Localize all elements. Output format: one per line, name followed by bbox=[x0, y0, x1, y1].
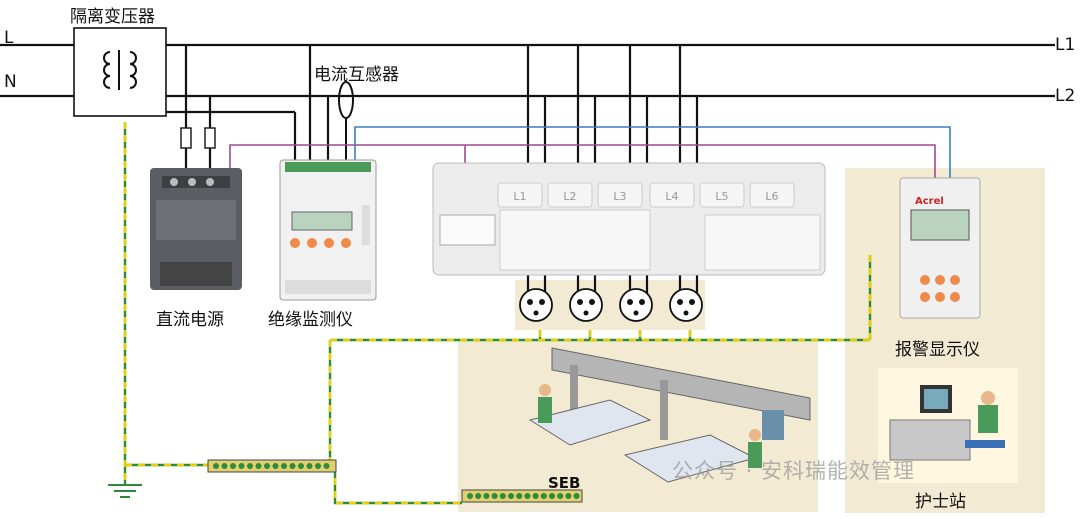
busbar-hole bbox=[289, 463, 296, 469]
transformer-coils bbox=[103, 50, 137, 90]
busbar-hole bbox=[230, 463, 236, 469]
busbar-hole bbox=[524, 493, 531, 499]
busbar-hole bbox=[516, 493, 523, 499]
busbar-hole bbox=[315, 463, 321, 469]
channel-tab-label: L5 bbox=[715, 190, 728, 203]
busbar-hole bbox=[255, 463, 262, 469]
socket bbox=[669, 288, 703, 322]
busbar-hole bbox=[323, 463, 330, 469]
label-line-L2: L2 bbox=[1055, 86, 1076, 106]
channel-tab-l6: L6 bbox=[749, 182, 795, 208]
alarm-display-device bbox=[899, 177, 981, 319]
label-isolation-transformer: 隔离变压器 bbox=[70, 7, 155, 27]
current-transformer-ring bbox=[338, 81, 354, 119]
busbar-hole bbox=[508, 493, 514, 499]
label-current-transformer: 电流互感器 bbox=[314, 65, 399, 85]
socket bbox=[569, 288, 603, 322]
ward-illustration bbox=[528, 347, 811, 483]
label-line-L: L bbox=[4, 28, 14, 48]
busbar-hole bbox=[475, 493, 482, 499]
busbar-hole bbox=[247, 463, 253, 469]
label-seb: SEB bbox=[548, 474, 581, 492]
dc-power-supply bbox=[150, 168, 242, 290]
comm-bus-blue bbox=[354, 126, 951, 185]
socket bbox=[619, 288, 653, 322]
busbar-hole bbox=[483, 493, 490, 499]
pe-conductors bbox=[123, 122, 872, 505]
label-dc-power: 直流电源 bbox=[156, 310, 224, 330]
busbar-hole bbox=[565, 493, 572, 499]
busbar-hole bbox=[557, 493, 564, 499]
busbar-hole bbox=[549, 493, 555, 499]
expansion-module-device bbox=[432, 162, 826, 276]
busbar-hole bbox=[298, 463, 304, 469]
channel-tab-l3: L3 bbox=[597, 182, 643, 208]
pe-busbar bbox=[207, 459, 337, 473]
label-line-L1: L1 bbox=[1055, 35, 1076, 55]
alarm-brand: Acrel bbox=[915, 196, 944, 207]
comm-bus-purple bbox=[229, 144, 936, 185]
label-nurse-station: 护士站 bbox=[915, 492, 966, 512]
busbar-hole bbox=[213, 463, 219, 469]
fuse-2 bbox=[204, 127, 216, 149]
label-insulation-monitor: 绝缘监测仪 bbox=[268, 310, 353, 330]
busbar-hole bbox=[467, 493, 473, 499]
channel-tab-l4: L4 bbox=[649, 182, 695, 208]
busbar-hole bbox=[272, 463, 279, 469]
channel-tab-l1: L1 bbox=[497, 182, 543, 208]
busbar-hole bbox=[491, 493, 498, 499]
fuse-1 bbox=[180, 127, 192, 149]
sockets bbox=[519, 288, 703, 322]
pe-busbar-holes bbox=[213, 463, 330, 469]
channel-tab-l5: L5 bbox=[699, 182, 745, 208]
busbar-hole bbox=[264, 463, 270, 469]
busbar-hole bbox=[221, 463, 228, 469]
busbar-hole bbox=[238, 463, 245, 469]
busbar-hole bbox=[499, 493, 506, 499]
insulation-monitor-device bbox=[279, 159, 377, 301]
channel-tab-label: L3 bbox=[613, 190, 626, 203]
busbar-hole bbox=[281, 463, 287, 469]
ground-symbol bbox=[108, 484, 142, 498]
busbar-hole bbox=[306, 463, 313, 469]
nurse-station-illustration bbox=[878, 368, 1018, 483]
channel-tab-label: L6 bbox=[765, 190, 778, 203]
label-line-N: N bbox=[4, 72, 17, 92]
busbar-hole bbox=[532, 493, 539, 499]
busbar-hole bbox=[540, 493, 547, 499]
channel-tab-label: L4 bbox=[665, 190, 678, 203]
seb-busbar-holes bbox=[467, 493, 580, 499]
channel-tab-label: L1 bbox=[513, 190, 526, 203]
channel-tab-label: L2 bbox=[563, 190, 576, 203]
watermark: 公众号 · 安科瑞能效管理 bbox=[672, 459, 916, 483]
channel-tab-l2: L2 bbox=[547, 182, 593, 208]
busbar-hole bbox=[573, 493, 580, 499]
label-alarm-display: 报警显示仪 bbox=[895, 340, 980, 360]
socket bbox=[519, 288, 553, 322]
